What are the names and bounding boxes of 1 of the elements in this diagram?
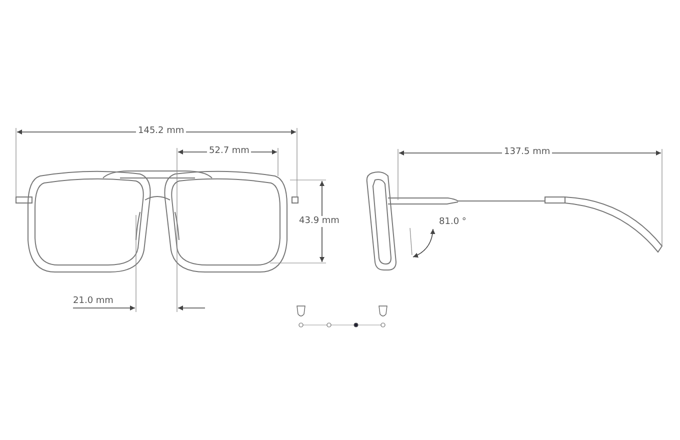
- dimension-label: 43.9 mm: [297, 216, 342, 227]
